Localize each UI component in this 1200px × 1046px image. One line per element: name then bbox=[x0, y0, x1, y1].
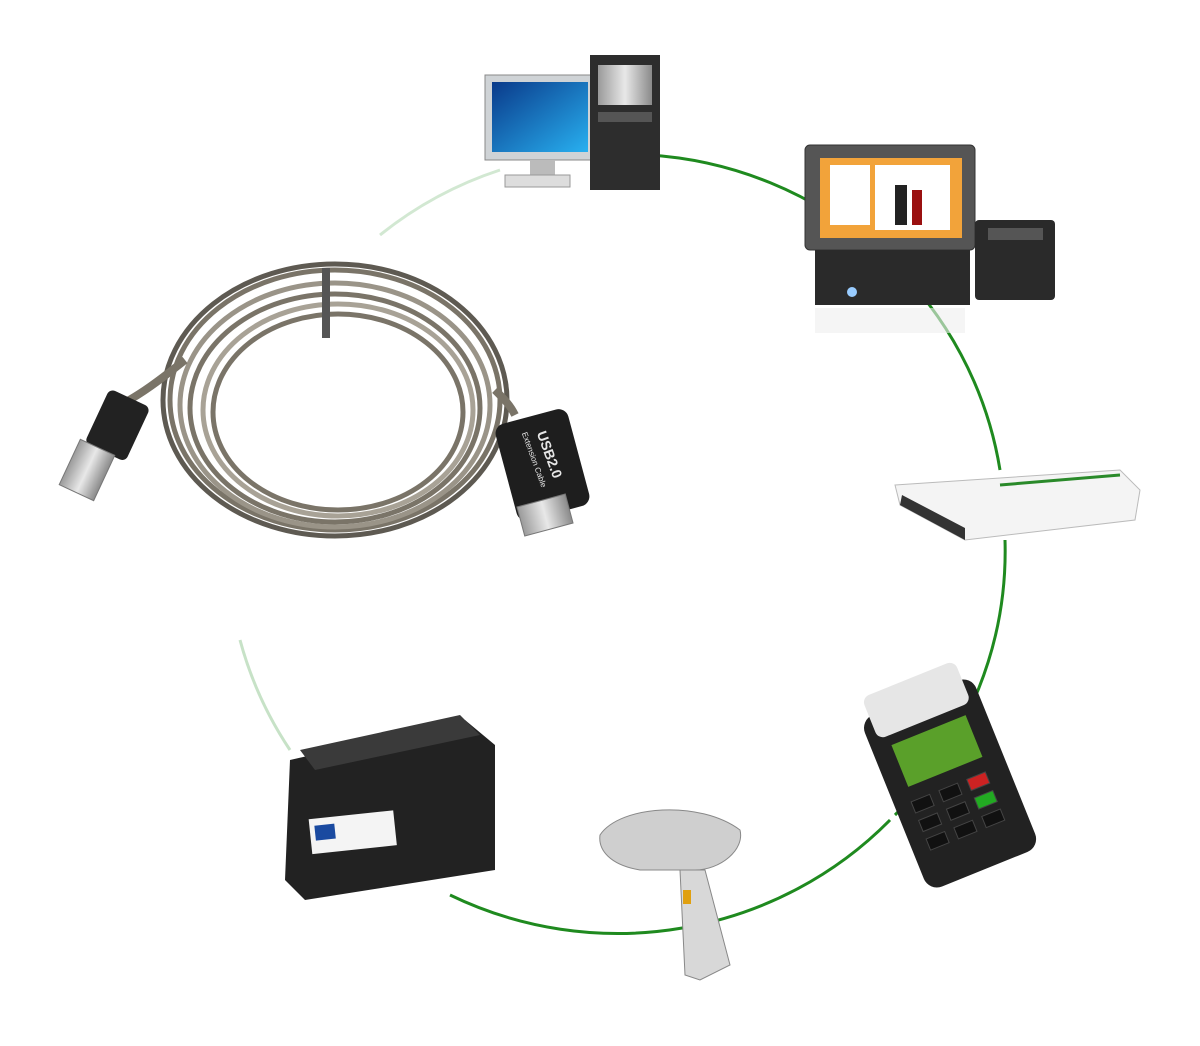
desktop-computer bbox=[484, 55, 660, 190]
pos-terminal bbox=[804, 144, 1055, 333]
usb-a-plug bbox=[58, 390, 149, 502]
usb-extension-cable: USB2.0 Extension Cable bbox=[58, 261, 590, 539]
label-printer bbox=[285, 715, 495, 900]
network-router bbox=[894, 469, 1141, 541]
barcode-scanner bbox=[599, 809, 742, 981]
usb-a-receptacle: USB2.0 Extension Cable bbox=[495, 409, 590, 537]
card-payment-terminal bbox=[863, 662, 1037, 888]
